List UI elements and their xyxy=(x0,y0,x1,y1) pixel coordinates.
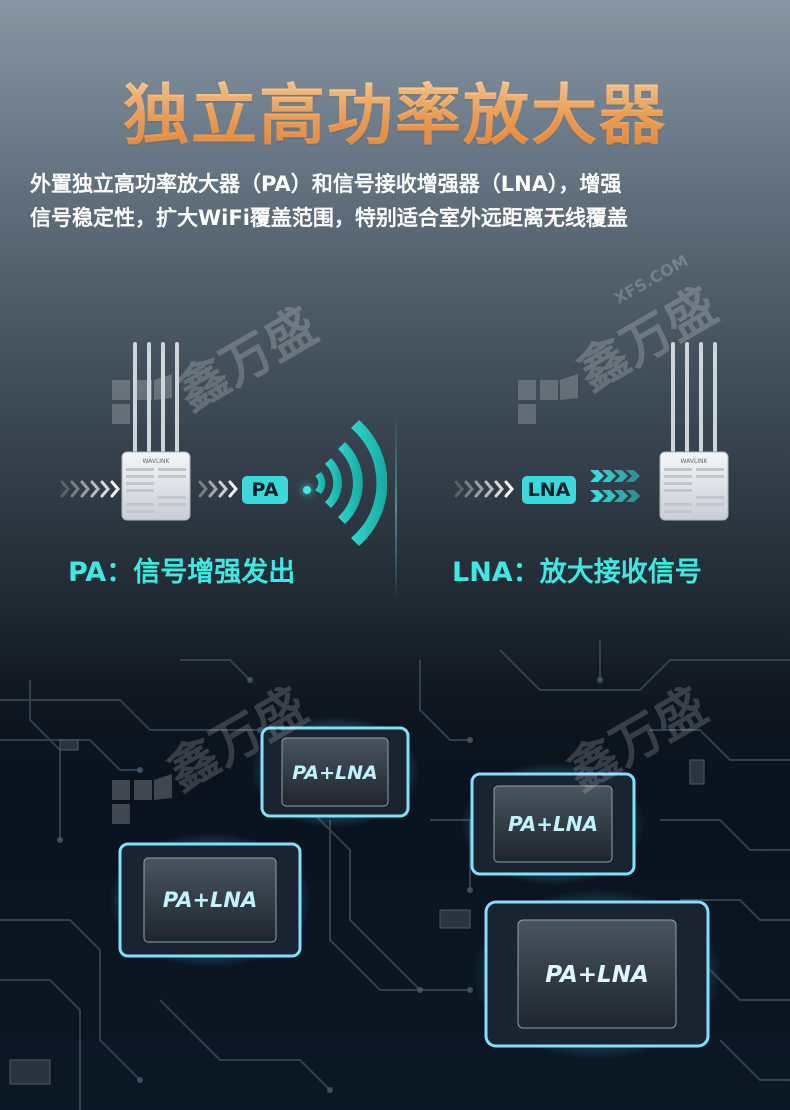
pa-tag: PA xyxy=(242,476,288,504)
lna-device-brand: WAVLINK xyxy=(681,458,709,465)
input-arrows-icon xyxy=(60,480,120,498)
pa-router-device: WAVLINK xyxy=(121,342,191,521)
pa-caption: PA：信号增强发出 xyxy=(68,557,296,588)
section-divider xyxy=(395,412,397,602)
lna-output-arrows-icon xyxy=(590,470,640,502)
page-title: 独立高功率放大器 xyxy=(0,62,790,158)
chip-2-label: PA+LNA xyxy=(508,812,598,836)
chip-4-label: PA+LNA xyxy=(545,962,649,988)
chip-3-label: PA+LNA xyxy=(163,888,258,912)
description-line-2: 信号稳定性，扩大WiFi覆盖范围，特别适合室外远距离无线覆盖 xyxy=(30,206,628,230)
pa-arrows-icon xyxy=(198,480,238,498)
description-line-1: 外置独立高功率放大器（PA）和信号接收增强器（LNA），增强 xyxy=(30,172,622,196)
pa-device-brand: WAVLINK xyxy=(143,458,171,465)
lna-caption: LNA：放大接收信号 xyxy=(452,557,702,588)
chip-2: PA+LNA xyxy=(460,762,646,886)
lna-tag: LNA xyxy=(522,476,576,504)
chip-3: PA+LNA xyxy=(108,832,312,968)
lna-router-device: WAVLINK xyxy=(659,342,729,521)
chip-4: PA+LNA xyxy=(472,888,722,1060)
circuit-board: PA+LNA PA+LNA PA+LNA PA+LNA xyxy=(0,620,790,1110)
lna-input-arrows-icon xyxy=(454,480,514,498)
chip-1-label: PA+LNA xyxy=(292,762,378,784)
signal-dot-icon xyxy=(303,486,311,494)
chip-1: PA+LNA xyxy=(250,716,420,828)
watermark-logo-icon-3 xyxy=(112,774,172,824)
watermark-logo-icon-2 xyxy=(518,374,578,424)
signal-waves-icon xyxy=(315,420,387,546)
